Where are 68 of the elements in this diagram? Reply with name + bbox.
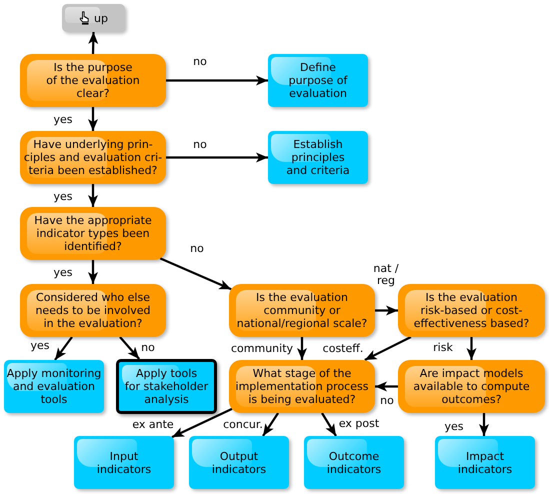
arrow — [88, 260, 98, 284]
decision-box — [398, 360, 545, 413]
action-box — [74, 436, 174, 489]
decision-box — [20, 131, 166, 184]
arrow — [160, 257, 232, 290]
action-text: Apply tools for stakeholder analysis — [124, 367, 208, 406]
up-button: up — [62, 4, 125, 32]
decision-box — [398, 284, 545, 337]
edge-label: no — [190, 243, 204, 255]
arrow — [375, 382, 398, 392]
action-text: Impact indicators — [458, 450, 512, 476]
action-box — [268, 131, 368, 184]
decision-box — [20, 54, 166, 107]
action-text: Define purpose of evaluation — [288, 61, 348, 100]
arrow — [88, 107, 98, 131]
arrow — [466, 337, 476, 360]
arrow — [54, 336, 73, 361]
edge-label: yes — [444, 421, 464, 433]
question-text: Considered who else needs to be involved in the evaluation? — [35, 291, 151, 330]
arrow — [88, 32, 98, 54]
action-box — [4, 360, 104, 413]
edge-label: costeff. — [322, 343, 364, 355]
action-text: Output indicators — [212, 450, 266, 476]
arrow — [364, 336, 412, 361]
arrow — [172, 408, 232, 438]
edge-label: no — [193, 139, 207, 151]
arrow — [321, 412, 337, 437]
edge-label: risk — [433, 342, 453, 354]
action-text: Establish principles and criteria — [286, 138, 350, 177]
arrow — [166, 76, 268, 86]
action-box — [189, 436, 289, 489]
action-box — [116, 359, 217, 414]
edge-label: ex post — [338, 418, 380, 430]
arrow — [375, 306, 398, 316]
decision-box — [229, 360, 375, 413]
arrow — [88, 184, 98, 207]
arrow — [262, 412, 280, 437]
question-text: Have underlying prin- ciples and evaluation cri- teria been established? — [24, 138, 162, 177]
edge-label: no — [380, 395, 394, 407]
arrow — [479, 413, 489, 436]
question-text: Is the evaluation community or national/regional scale? — [236, 291, 368, 330]
edge-label: no — [141, 342, 155, 354]
question-text: What stage of the implementation process is being evaluated? — [236, 367, 368, 406]
question-text: Are impact models available to compute outcomes? — [413, 367, 530, 406]
edge-label: yes — [54, 191, 72, 203]
edge-label: yes — [54, 114, 72, 126]
edge-label: community — [230, 343, 294, 355]
question-text: Have the appropriate indicator types been identified? — [34, 214, 152, 253]
arrow — [119, 336, 140, 360]
action-box — [435, 436, 535, 489]
action-text: Outcome indicators — [326, 450, 382, 476]
action-box — [268, 54, 368, 107]
question-text: Is the purpose of the evaluation clear? — [46, 61, 140, 100]
edge-label: nat / reg — [373, 263, 399, 287]
action-box — [304, 436, 404, 489]
edge-label: concur. — [223, 419, 263, 431]
arrow — [166, 152, 268, 162]
decision-box — [20, 284, 166, 337]
decision-box — [20, 207, 166, 260]
edge-label: ex ante — [132, 419, 174, 431]
edge-label: yes — [54, 267, 72, 279]
edge-label: yes — [30, 340, 50, 352]
question-text: Is the evaluation risk-based or cost- effectiveness based? — [414, 291, 530, 330]
arrow — [297, 337, 307, 360]
edge-label: no — [193, 56, 207, 68]
decision-box — [229, 284, 375, 337]
action-text: Input indicators — [96, 450, 152, 476]
action-text: Apply monitoring and evaluation tools — [6, 367, 102, 406]
